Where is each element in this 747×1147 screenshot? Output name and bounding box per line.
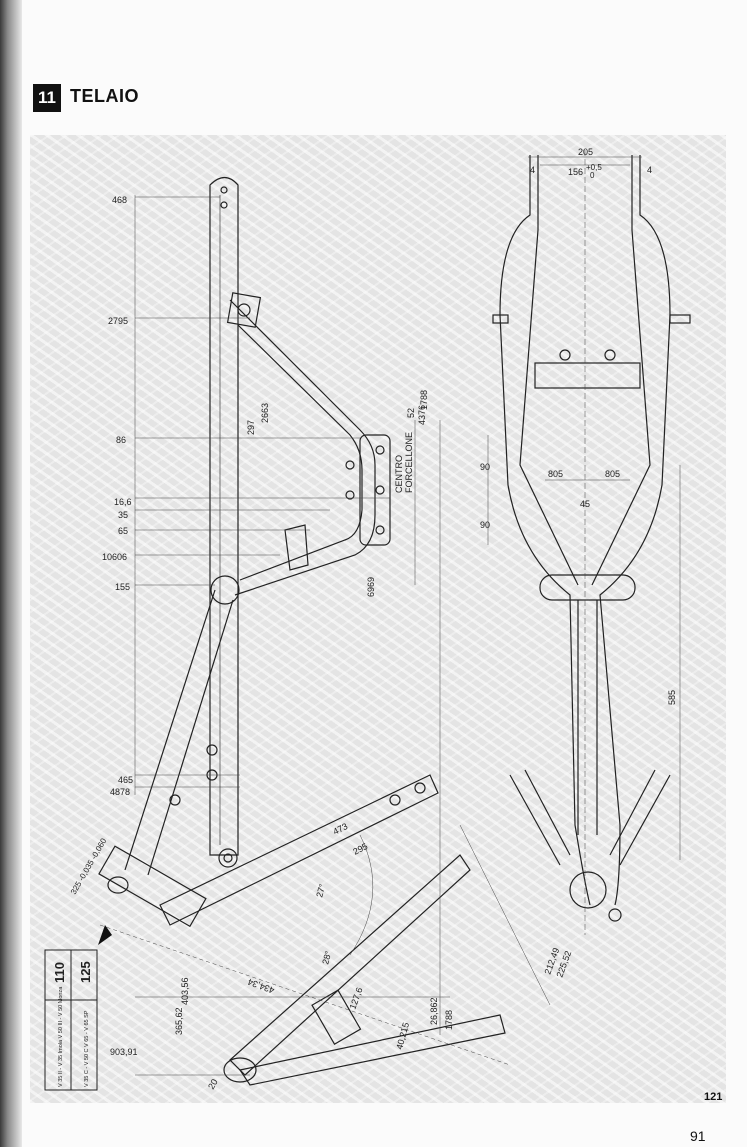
model-row2-names: V 35 C - V 50 C V 65 - V 65 SP	[84, 1010, 90, 1087]
model-row1-names: V 35 II - V 35 Imola V 50 III - V 50 Mon…	[58, 986, 64, 1087]
dim-2663: 2663	[260, 403, 270, 423]
dim-4878: 4878	[110, 787, 130, 797]
tolerance-plus: +0,5	[586, 163, 602, 172]
dim-205: 205	[578, 147, 593, 157]
chapter-number: 11	[38, 88, 56, 107]
dim-434-34: 434,34	[246, 977, 275, 996]
dim-403-56: 403,56	[180, 977, 190, 1005]
tolerance-zero: 0	[590, 171, 595, 180]
dim-325-tolerance: 325 -0,035 -0,060	[69, 836, 109, 896]
top-view-frame	[492, 155, 691, 922]
side-view-dimension-lines	[99, 195, 551, 1076]
dim-4-left: 4	[530, 165, 535, 175]
frame-drawing-svg: 468 2795 86 16,6 35 65 10606 155 297 266…	[44, 147, 691, 1091]
frame-technical-drawing: 468 2795 86 16,6 35 65 10606 155 297 266…	[30, 135, 726, 1103]
dim-4376: 4376	[417, 405, 427, 425]
dim-6969: 6969	[366, 577, 376, 597]
dim-365-62: 365,62	[174, 1007, 184, 1035]
dim-26-862: 26,862	[429, 997, 439, 1025]
dim-16-6: 16,6	[114, 497, 132, 507]
dim-86: 86	[116, 435, 126, 445]
dim-52: 52	[406, 408, 416, 418]
top-view-dimension-lines	[487, 150, 681, 935]
page-number: 91	[690, 1128, 706, 1144]
model-row1-value: 110	[52, 962, 67, 983]
inner-page-number: 121	[704, 1091, 723, 1103]
angle-28: 28°	[320, 949, 333, 965]
dim-1788-top: 1788	[419, 390, 429, 410]
dim-473: 473	[331, 821, 349, 837]
dim-468: 468	[112, 195, 127, 205]
dim-127-6: 127,6	[347, 986, 364, 1011]
dim-2795: 2795	[108, 316, 128, 326]
dim-805-left: 805	[548, 469, 563, 479]
dim-297: 297	[246, 420, 256, 435]
scan-shadow-edge	[0, 0, 22, 1147]
dim-4-right: 4	[647, 165, 652, 175]
dim-585: 585	[667, 690, 677, 705]
dim-903-91: 903,91	[110, 1047, 138, 1057]
model-table: 110 125 V 35 II - V 35 Imola V 50 III - …	[44, 949, 98, 1091]
label-forcellone: FORCELLONE	[404, 432, 414, 493]
angle-27: 27°	[314, 882, 327, 898]
side-view-labels: 468 2795 86 16,6 35 65 10606 155 297 266…	[69, 195, 573, 1091]
dim-65: 65	[118, 526, 128, 536]
page-title: TELAIO	[70, 86, 139, 106]
dim-90-upper: 90	[480, 462, 490, 472]
dim-45: 45	[580, 499, 590, 509]
dim-10606: 10606	[102, 552, 127, 562]
dim-295: 295	[351, 841, 369, 857]
dim-805-right: 805	[605, 469, 620, 479]
chapter-number-badge: 11	[33, 84, 61, 112]
dim-90-lower: 90	[480, 520, 490, 530]
dim-35: 35	[118, 510, 128, 520]
dim-1788-bottom: 1788	[444, 1010, 454, 1030]
dim-155: 155	[115, 582, 130, 592]
side-view-frame	[98, 176, 506, 1086]
label-centro: CENTRO	[394, 455, 404, 493]
dim-156: 156	[568, 167, 583, 177]
model-row2-value: 125	[78, 961, 93, 983]
dim-20: 20	[206, 1077, 220, 1091]
view-arrow-icon	[98, 925, 112, 945]
top-view-labels: 205 4 4 156 +0,5 0 90 90 805 805 45 585	[480, 147, 677, 705]
dim-40-215: 40,215	[394, 1021, 411, 1050]
dim-465: 465	[118, 775, 133, 785]
